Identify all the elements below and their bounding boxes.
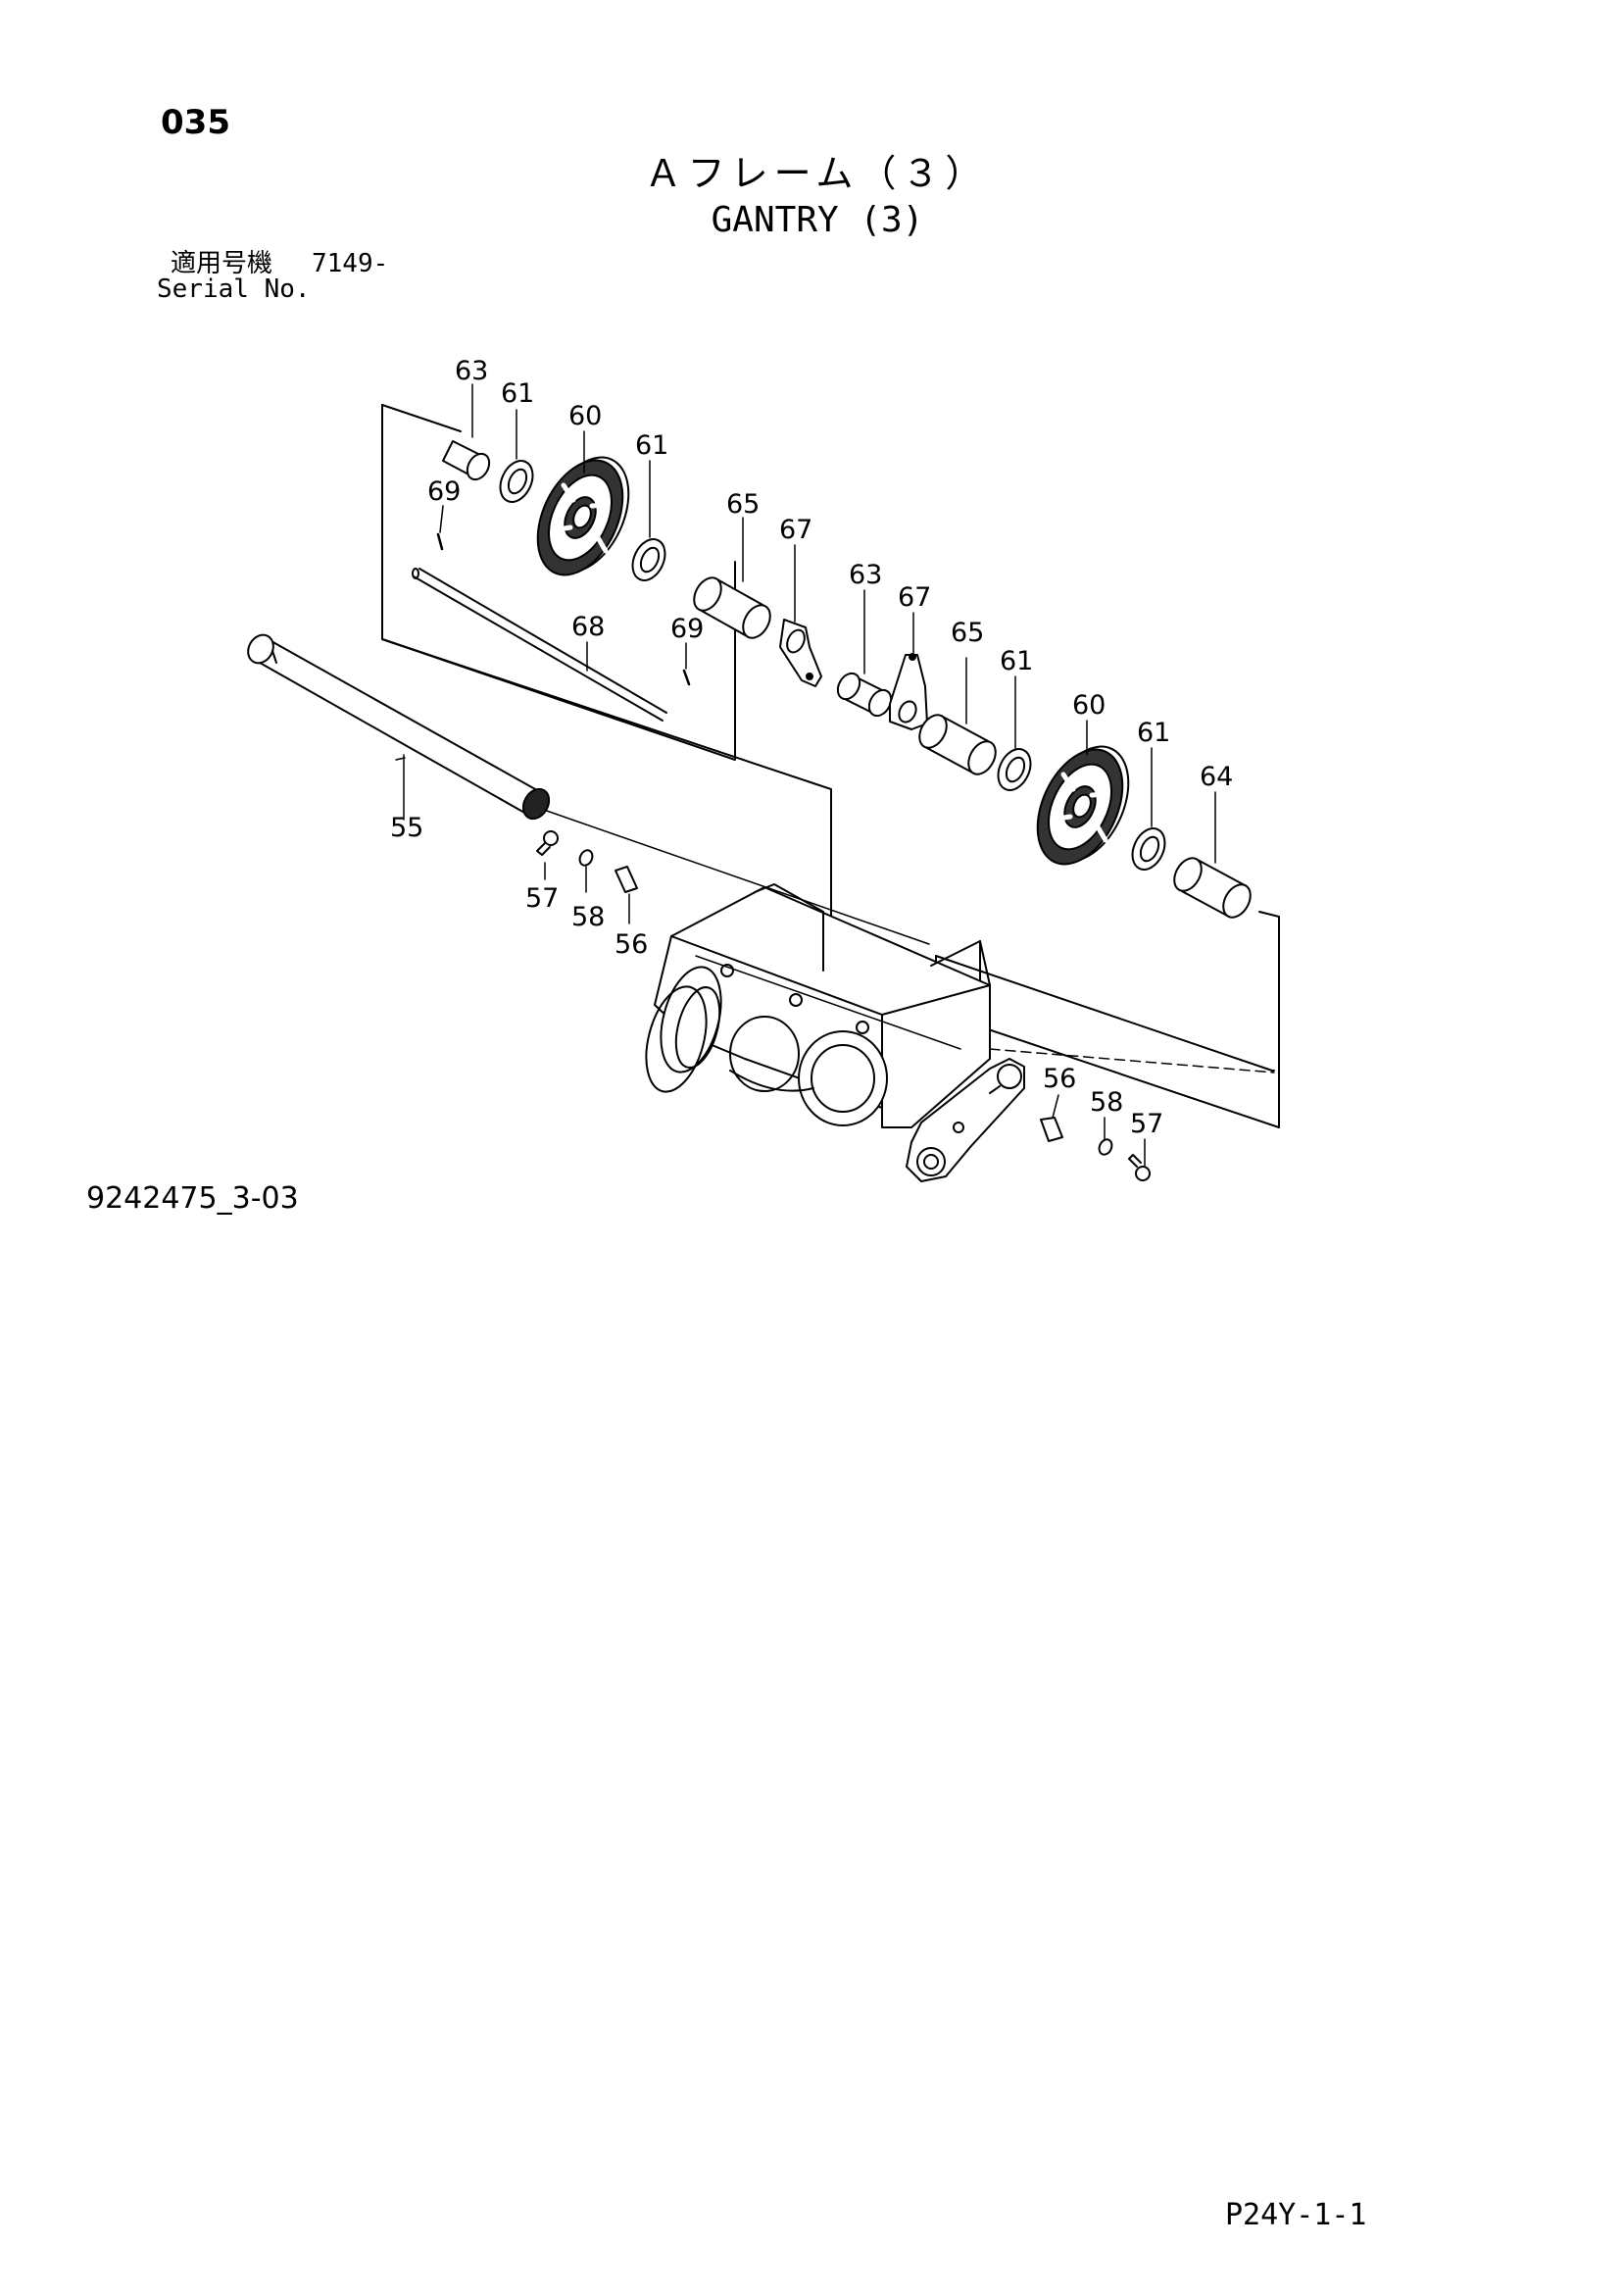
axis-lines: [540, 808, 1275, 1073]
spacer-part-61b: [631, 538, 666, 581]
small-pins-part-69: [436, 532, 691, 686]
label-63a: 63: [455, 356, 488, 386]
part-labels: 63 61 60 61 69 65 67 63 67 68 69 65 61 6…: [390, 356, 1233, 1139]
title-japanese: Ａフレーム（３）: [644, 152, 989, 195]
label-61c: 61: [1000, 646, 1033, 676]
label-64: 64: [1200, 762, 1233, 792]
sheave-part-60a: [536, 456, 630, 576]
label-67b: 67: [898, 582, 931, 613]
label-56b: 56: [1043, 1064, 1076, 1094]
leader-lines: [395, 383, 1216, 1167]
bolt-part-57b: [1128, 1154, 1151, 1181]
lock-plate-part-56b: [1040, 1117, 1063, 1142]
label-57a: 57: [525, 883, 559, 914]
label-61b: 61: [635, 430, 668, 461]
plate-part-67a: [779, 619, 822, 687]
label-61d: 61: [1137, 718, 1170, 748]
label-55: 55: [390, 813, 423, 843]
label-60a: 60: [568, 401, 602, 431]
label-67a: 67: [779, 515, 812, 545]
spacer-part-61a: [499, 460, 534, 503]
label-68: 68: [571, 612, 605, 642]
lock-plate-part-56a: [615, 866, 638, 893]
label-69a: 69: [427, 476, 461, 507]
label-61a: 61: [501, 378, 534, 409]
bushing-part-64: [1173, 857, 1252, 919]
label-65b: 65: [951, 618, 984, 648]
plate-part-67b: [889, 653, 928, 730]
label-69b: 69: [670, 614, 704, 644]
label-56a: 56: [615, 929, 648, 960]
title-english: GANTRY (3): [711, 200, 924, 240]
label-57b: 57: [1130, 1109, 1163, 1139]
spacer-part-61c: [997, 748, 1032, 791]
bushing-part-63a: [442, 440, 491, 481]
washer-part-58a: [578, 849, 594, 867]
sheave-part-60b: [1036, 745, 1130, 866]
drawing-id: 9242475_3-03: [86, 1181, 299, 1216]
spacer-part-61d: [1131, 827, 1166, 871]
washer-part-58b: [1098, 1138, 1113, 1156]
page-number: 035: [161, 103, 230, 142]
serial-label-english: Serial No.: [157, 275, 311, 304]
bushing-part-63b: [836, 672, 893, 718]
serial-label-japanese: 適用号機: [171, 249, 273, 278]
bushing-part-65a: [693, 576, 771, 639]
gantry-frame: [645, 883, 1025, 1182]
label-60b: 60: [1072, 690, 1106, 721]
bushing-part-65b: [918, 714, 997, 775]
shaft-part-55: [247, 633, 551, 821]
label-63b: 63: [849, 560, 882, 590]
label-58b: 58: [1090, 1087, 1123, 1118]
label-65a: 65: [726, 489, 760, 520]
pin-part-68: [412, 568, 667, 722]
bolt-part-57a: [536, 830, 559, 856]
serial-value: 7149-: [312, 249, 389, 278]
sheet-code: P24Y-1-1: [1225, 2198, 1367, 2232]
label-58a: 58: [571, 902, 605, 932]
